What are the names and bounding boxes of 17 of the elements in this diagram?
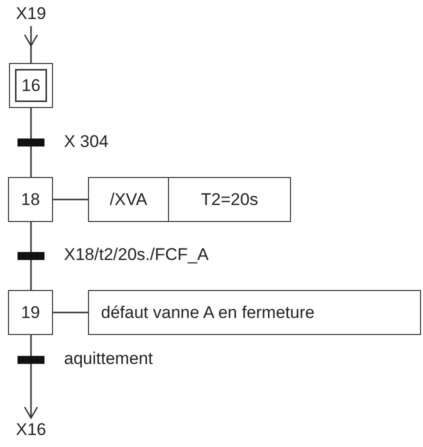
action-text: T2=20s: [200, 188, 260, 210]
action-text: /XVA: [89, 178, 169, 221]
transition-condition: aquittement: [63, 348, 154, 369]
link-line: [30, 222, 32, 290]
action-box: [88, 177, 291, 222]
arrow: [24, 26, 38, 63]
transition-condition: X18/t2/20s./FCF_A: [63, 245, 210, 265]
initial-step-box: 16: [9, 63, 53, 108]
reference-label: X19: [12, 2, 50, 26]
arrow: [24, 335, 38, 419]
step-box: 19: [8, 290, 53, 335]
action-link-line: [53, 198, 88, 200]
reference-label: X16: [12, 418, 50, 442]
link-line: [30, 108, 32, 177]
action-box: défaut vanne A en fermeture: [88, 290, 421, 335]
step-box: 18: [8, 177, 53, 222]
action-link-line: [53, 312, 88, 314]
